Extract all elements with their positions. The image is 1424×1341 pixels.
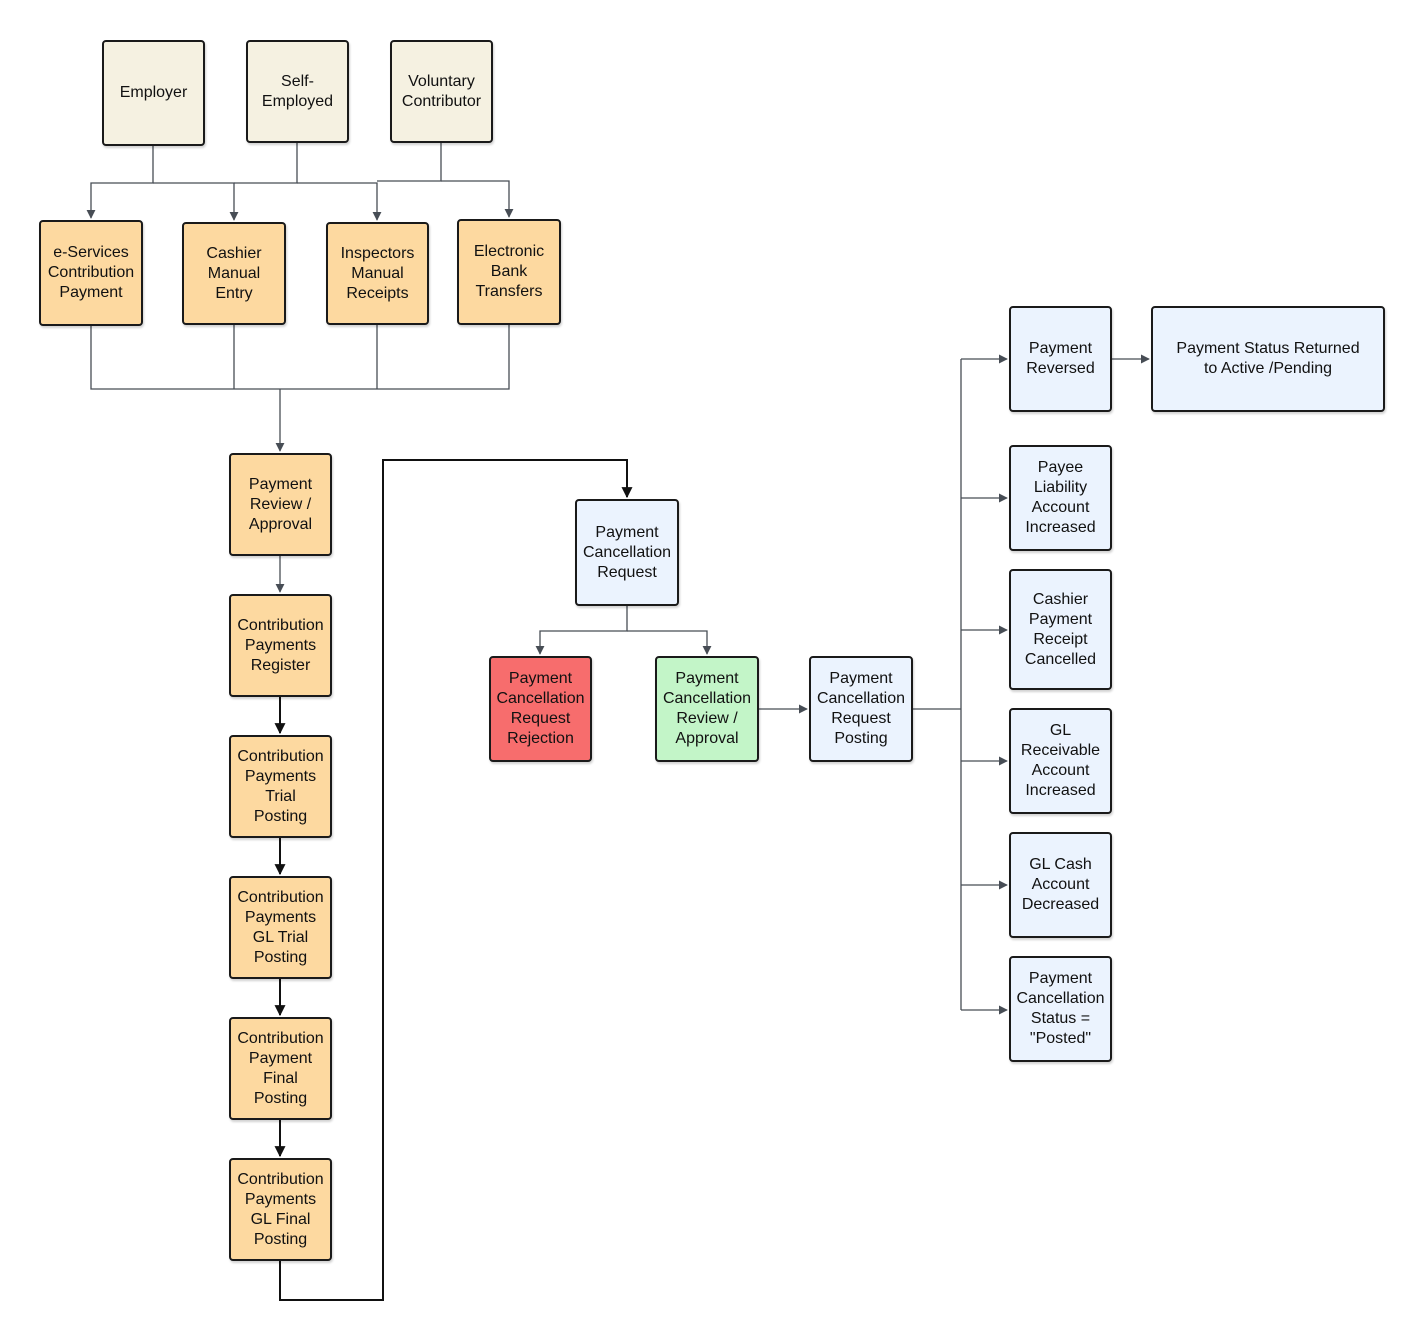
- node-e-services-label: e-Services Contribution Payment: [47, 244, 135, 301]
- node-employer[interactable]: Employer: [102, 40, 205, 146]
- node-payment-cancellation-request[interactable]: Payment Cancellation Request: [575, 499, 679, 606]
- edge-employer-cashier: [153, 182, 239, 221]
- node-cashier-manual-entry[interactable]: Cashier Manual Entry: [182, 222, 286, 325]
- node-gl-cash-account-decreased[interactable]: GL Cash Account Decreased: [1009, 832, 1112, 938]
- node-payee-liability-account-increased[interactable]: Payee Liability Account Increased: [1009, 445, 1112, 551]
- node-contribution-payments-gl-trial-posting[interactable]: Contribution Payments GL Trial Posting: [229, 876, 332, 979]
- node-cancellation-posting-label: Payment Cancellation Request Posting: [816, 670, 906, 747]
- node-voluntary-contributor-label: Voluntary Contributor: [401, 72, 482, 110]
- node-payment-status-returned-label: Payment Status Returned to Active /Pendi…: [1176, 340, 1360, 377]
- node-payment-status-returned[interactable]: Payment Status Returned to Active /Pendi…: [1151, 306, 1385, 412]
- edge-employer-eservices: [86, 146, 154, 219]
- node-employer-label: Employer: [119, 84, 188, 101]
- node-payee-liability-label: Payee Liability Account Increased: [1025, 459, 1096, 536]
- node-payment-cancellation-status-posted[interactable]: Payment Cancellation Status = "Posted": [1009, 956, 1112, 1062]
- edge-eservices-review: [90, 325, 510, 390]
- node-final-posting-label: Contribution Payment Final Posting: [237, 1029, 324, 1107]
- node-payment-cancellation-request-posting[interactable]: Payment Cancellation Request Posting: [809, 656, 913, 762]
- node-payment-cancellation-review-approval[interactable]: Payment Cancellation Review / Approval: [655, 656, 759, 762]
- node-self-employed[interactable]: Self- Employed: [246, 40, 349, 143]
- node-voluntary-contributor[interactable]: Voluntary Contributor: [390, 40, 493, 143]
- node-gl-final-posting-label: Contribution Payments GL Final Posting: [237, 1170, 324, 1248]
- node-gl-receivable-account-increased[interactable]: GL Receivable Account Increased: [1009, 708, 1112, 814]
- edge-request-approval: [627, 630, 712, 655]
- edge-selfemployed-inspectors: [297, 182, 382, 221]
- node-rejection-label: Payment Cancellation Request Rejection: [496, 670, 585, 747]
- node-cancellation-status-label: Payment Cancellation Status = "Posted": [1016, 970, 1105, 1047]
- node-gl-trial-posting-label: Contribution Payments GL Trial Posting: [237, 888, 324, 966]
- node-payment-reversed-label: Payment Reversed: [1026, 340, 1095, 377]
- node-register-label: Contribution Payments Register: [237, 616, 324, 674]
- node-gl-receivable-label: GL Receivable Account Increased: [1020, 722, 1101, 799]
- node-cancellation-request-label: Payment Cancellation Request: [582, 523, 672, 581]
- node-inspectors-manual-receipts[interactable]: Inspectors Manual Receipts: [326, 222, 429, 325]
- edge-glfinal-cancellation-request: [279, 459, 633, 1301]
- node-contribution-payments-gl-final-posting[interactable]: Contribution Payments GL Final Posting: [229, 1158, 332, 1261]
- edge-voluntary-inspectors: [377, 143, 442, 182]
- node-contribution-payments-trial-posting[interactable]: Contribution Payments Trial Posting: [229, 735, 332, 838]
- node-inspectors-label: Inspectors Manual Receipts: [340, 244, 415, 302]
- node-contribution-payments-register[interactable]: Contribution Payments Register: [229, 594, 332, 697]
- node-electronic-bank-transfers[interactable]: Electronic Bank Transfers: [457, 219, 561, 325]
- node-electronic-bank-transfers-label: Electronic Bank Transfers: [473, 243, 545, 300]
- node-cashier-payment-receipt-cancelled[interactable]: Cashier Payment Receipt Cancelled: [1009, 569, 1112, 690]
- node-payment-review-approval-label: Payment Review / Approval: [248, 475, 313, 533]
- node-e-services-contribution-payment[interactable]: e-Services Contribution Payment: [39, 220, 143, 326]
- node-payment-cancellation-request-rejection[interactable]: Payment Cancellation Request Rejection: [489, 656, 592, 762]
- node-payment-reversed[interactable]: Payment Reversed: [1009, 306, 1112, 412]
- node-self-employed-label: Self- Employed: [261, 72, 334, 110]
- node-cashier-manual-entry-label: Cashier Manual Entry: [206, 244, 262, 302]
- edge-voluntary-electronic: [441, 180, 514, 218]
- node-trial-posting-label: Contribution Payments Trial Posting: [237, 747, 324, 825]
- edge-request-rejection: [535, 606, 628, 655]
- node-cancellation-approval-label: Payment Cancellation Review / Approval: [662, 670, 752, 747]
- edge-selfemployed-cashier: [234, 143, 298, 184]
- node-cashier-receipt-cancelled-label: Cashier Payment Receipt Cancelled: [1024, 590, 1097, 668]
- node-payment-review-approval[interactable]: Payment Review / Approval: [229, 453, 332, 556]
- node-contribution-payment-final-posting[interactable]: Contribution Payment Final Posting: [229, 1017, 332, 1120]
- node-gl-cash-label: GL Cash Account Decreased: [1021, 856, 1100, 913]
